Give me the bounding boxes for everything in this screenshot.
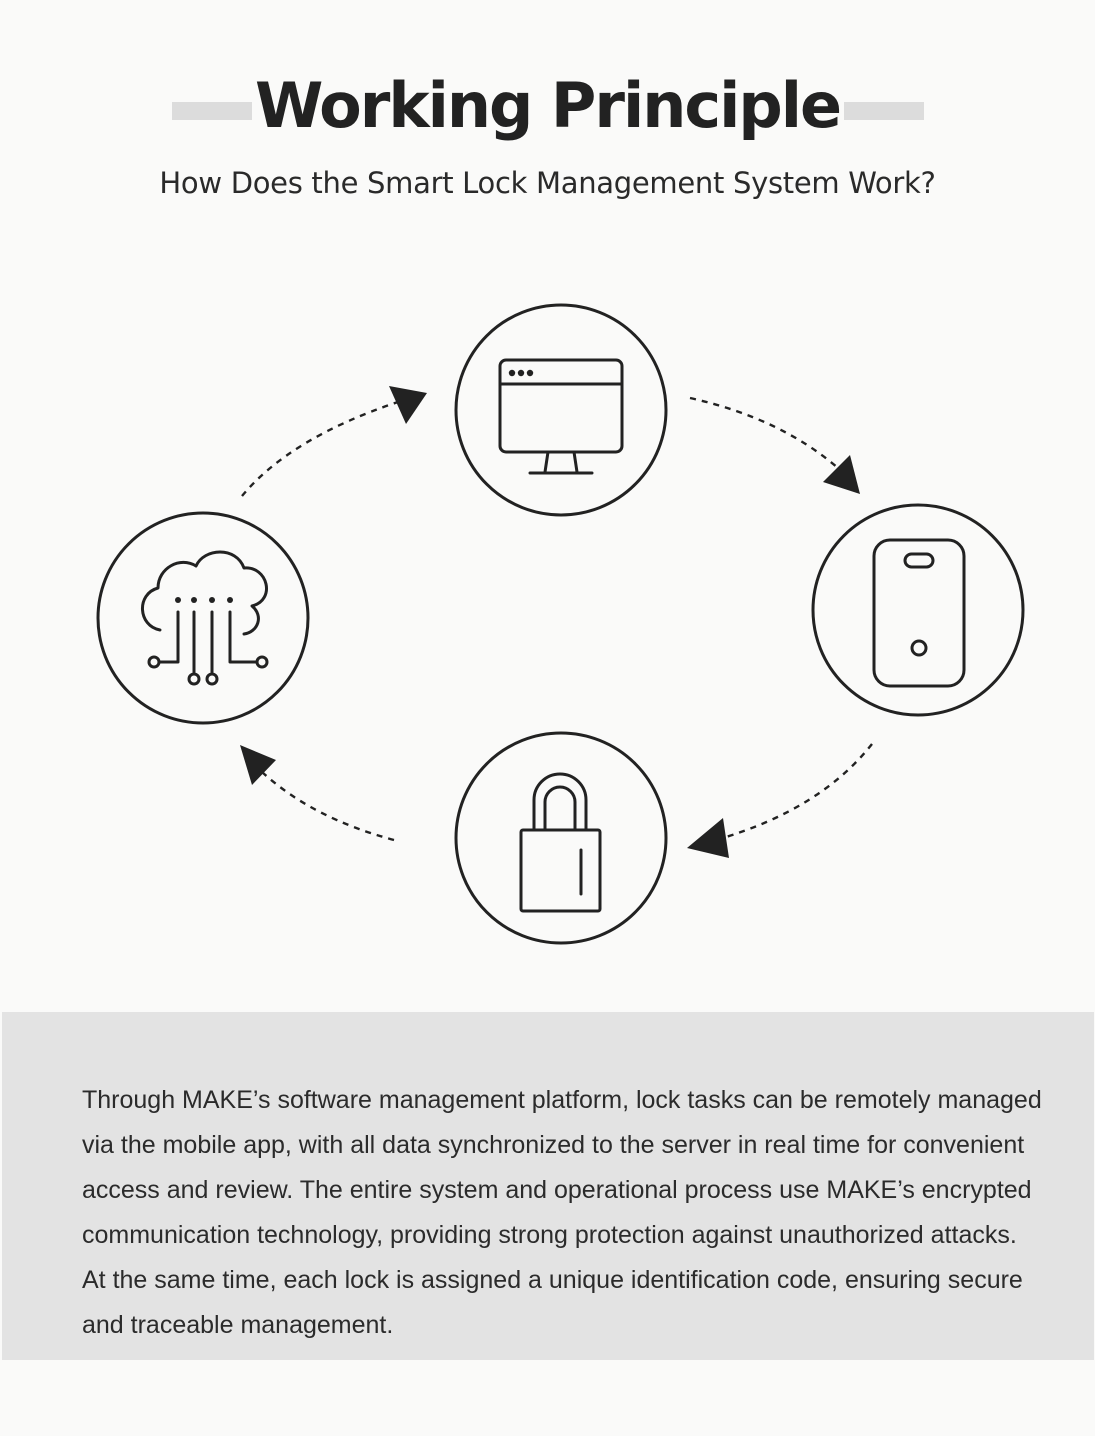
phone-node <box>811 503 1025 717</box>
title-decor-right <box>844 102 924 120</box>
page-title: Working Principle <box>254 69 842 142</box>
mobile-phone-icon <box>872 538 966 688</box>
info-panel: Through MAKE’s software management platf… <box>2 1012 1094 1360</box>
header: Working Principle <box>0 58 1095 168</box>
arrow-lock-to-cloud <box>240 745 395 842</box>
monitor-browser-icon <box>498 358 624 475</box>
arrow-computer-to-phone <box>689 396 860 494</box>
cloud-node <box>96 511 310 725</box>
page-subtitle: How Does the Smart Lock Management Syste… <box>159 166 936 200</box>
title-decor-left <box>172 102 252 120</box>
workflow-diagram: .ring { fill: none; stroke: #222; stroke… <box>96 303 1025 945</box>
info-text: Through MAKE’s software management platf… <box>82 1086 1042 1339</box>
arrow-phone-to-lock <box>687 743 873 858</box>
lock-node <box>454 731 668 945</box>
padlock-icon <box>519 772 602 913</box>
computer-node <box>454 303 668 517</box>
cloud-network-icon <box>141 550 269 686</box>
arrow-cloud-to-computer <box>241 386 427 497</box>
